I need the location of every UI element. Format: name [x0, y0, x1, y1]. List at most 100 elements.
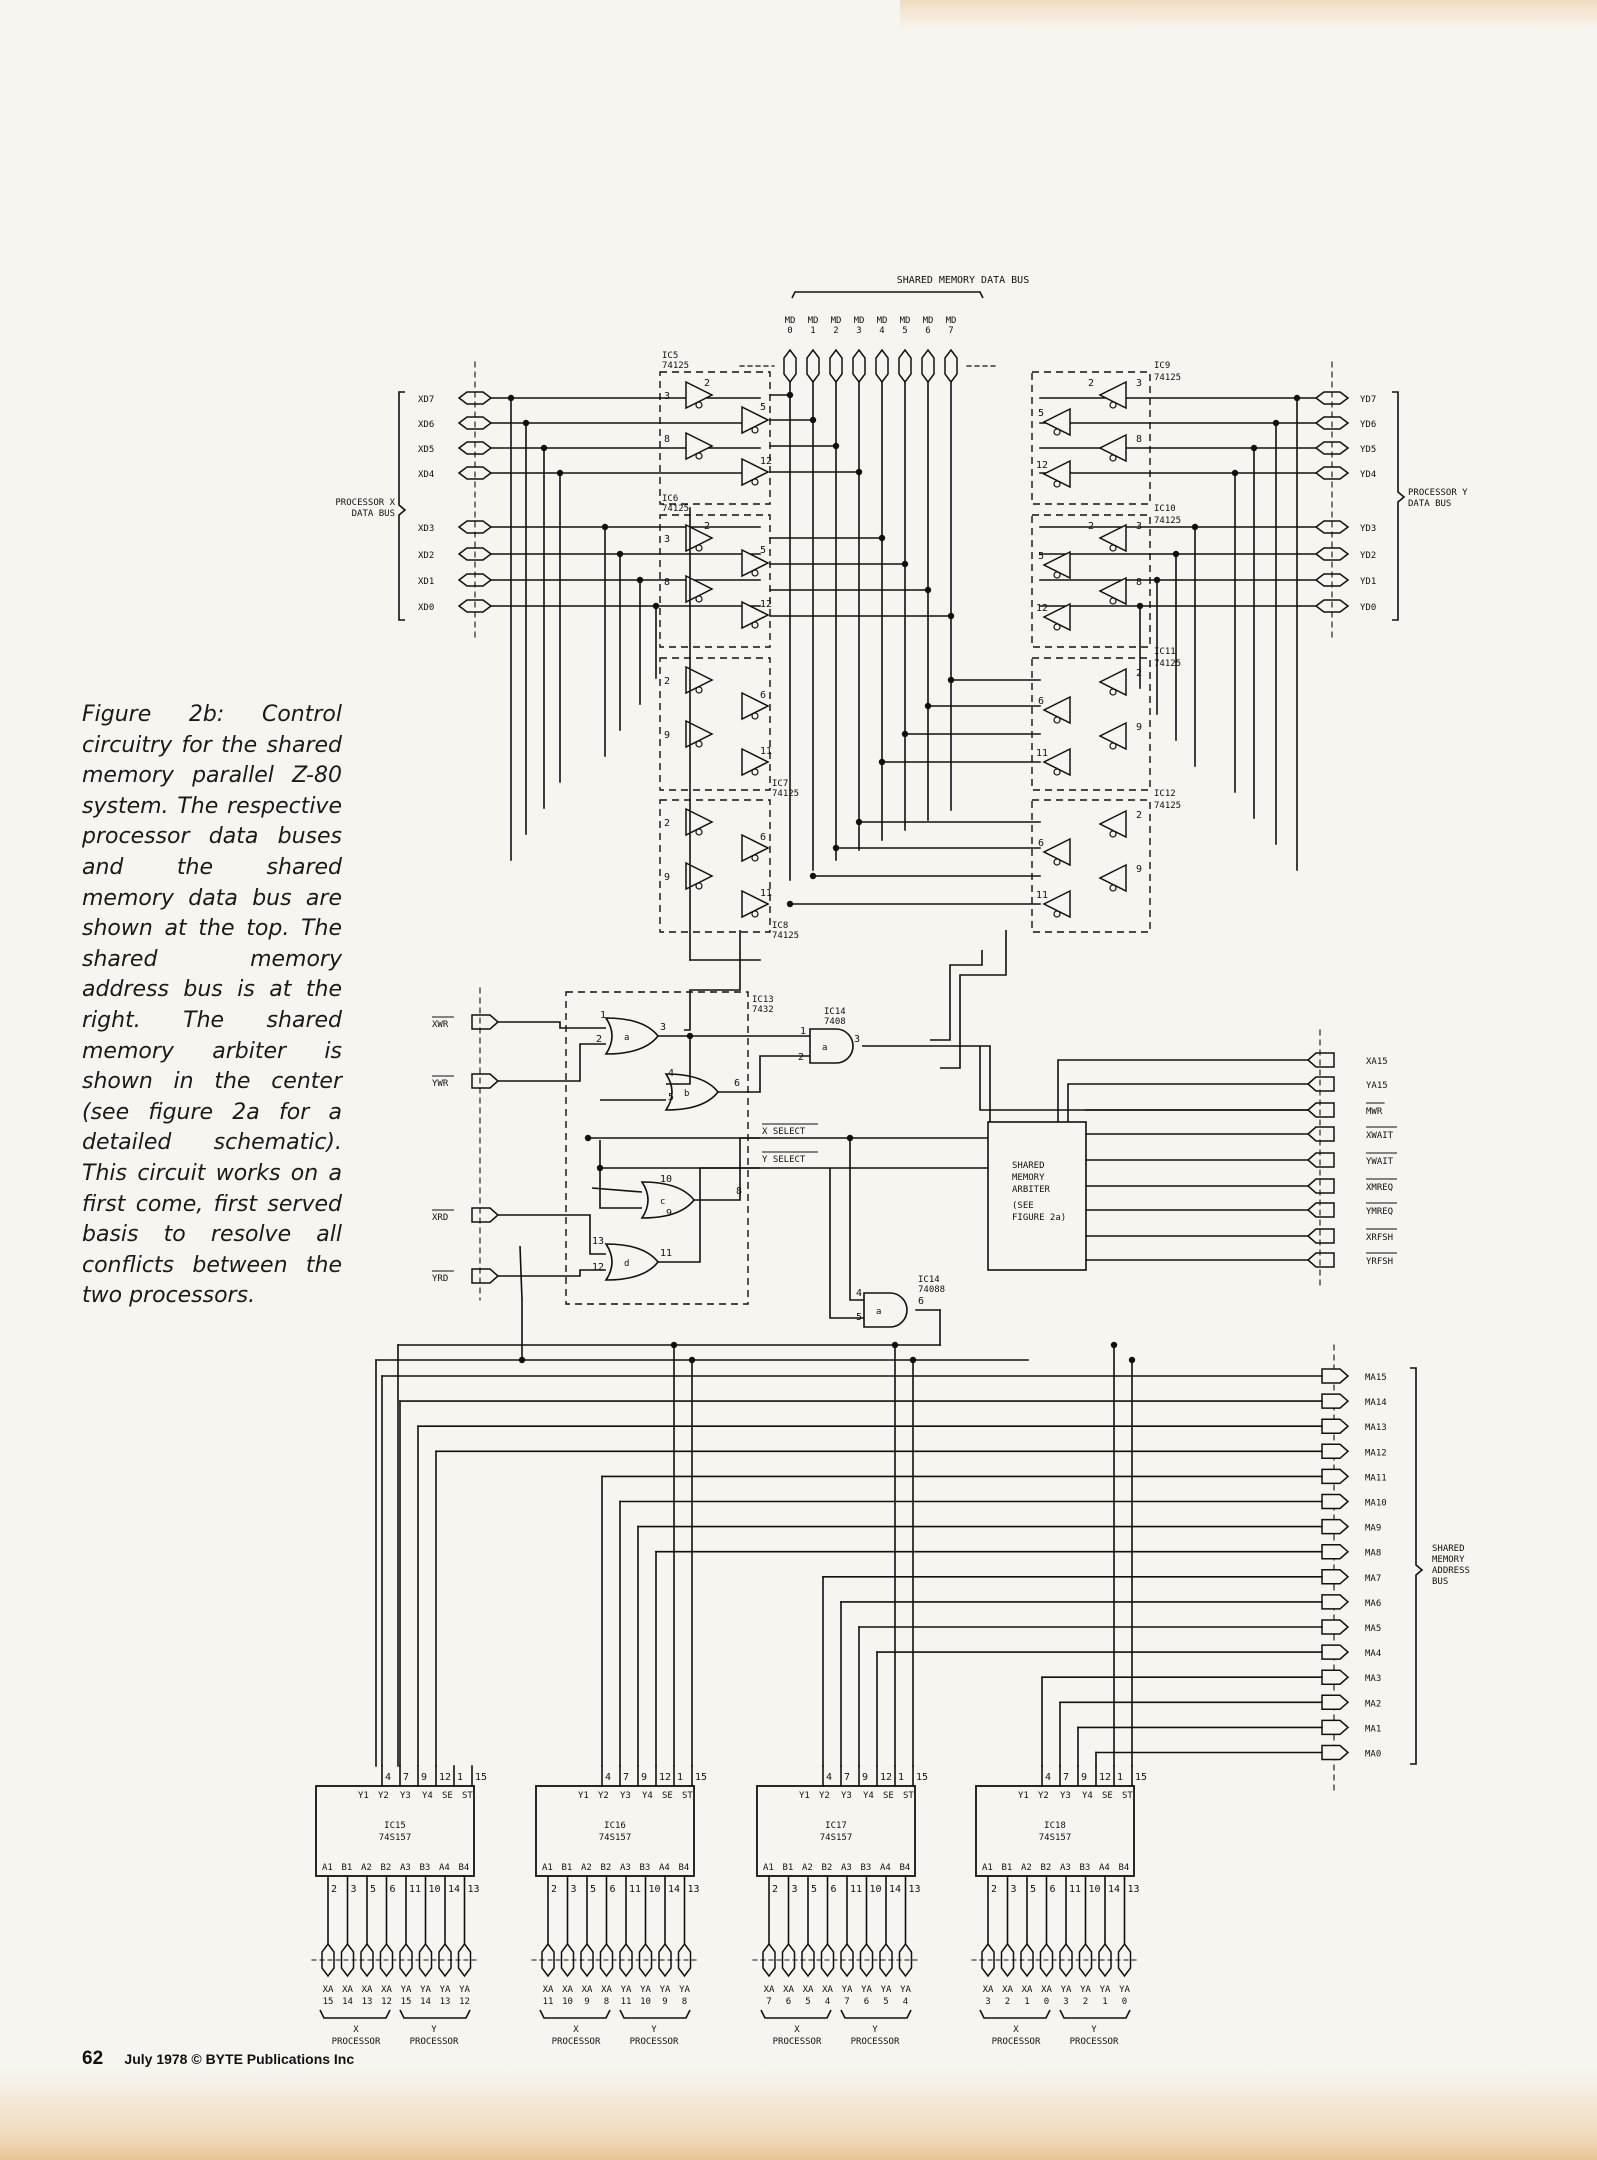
junction-dot: [901, 730, 909, 738]
address-input-label: YA: [1061, 1985, 1072, 1995]
address-input-label: 12: [459, 1997, 470, 2007]
junction-dot: [670, 1341, 678, 1349]
md-connector: [829, 348, 843, 384]
ma-label: MA10: [1365, 1499, 1387, 1509]
mux-pin-num: 4: [605, 1772, 611, 1783]
mux-pin-name: ST: [1122, 1791, 1133, 1801]
mux-pin-name: ST: [462, 1791, 473, 1801]
mux-pin-num: 5: [370, 1884, 376, 1895]
pin-num: 5: [668, 1092, 674, 1103]
mux-pin-num: 3: [792, 1884, 798, 1895]
control-output-label: MWR: [1366, 1107, 1383, 1117]
bus-brace: [1392, 391, 1406, 621]
mux-pin-num: 9: [1081, 1772, 1087, 1783]
mux-ic-part: 74S157: [1039, 1833, 1072, 1843]
address-input-label: 15: [401, 1997, 412, 2007]
md-connector: [783, 348, 797, 384]
buffer-ic-IC7: [659, 657, 771, 791]
address-input-label: 3: [1063, 1997, 1068, 2007]
ic-label: 74125: [1154, 516, 1181, 526]
control-input-port: [471, 1073, 500, 1089]
enable-bubble: [695, 740, 703, 748]
pin-num: 8: [664, 434, 670, 445]
pin-num: 1: [800, 1026, 806, 1037]
enable-bubble: [1053, 480, 1061, 488]
yd-connector: [1314, 573, 1350, 587]
enable-bubble: [1109, 688, 1117, 696]
address-input-label: 15: [323, 1997, 334, 2007]
mux-pin-num: 9: [421, 1772, 427, 1783]
ic-label: 74125: [1154, 801, 1181, 811]
mux-pin-name: ST: [903, 1791, 914, 1801]
junction-dot: [1153, 576, 1161, 584]
address-input-label: YA: [881, 1985, 892, 1995]
wire: [979, 1046, 1308, 1111]
y-select-label: Y SELECT: [762, 1155, 806, 1165]
junction-dot: [878, 534, 886, 542]
mux-pin-name: Y3: [400, 1791, 411, 1801]
pin-num: 2: [1136, 810, 1142, 821]
buffer-ic-IC11: [1031, 657, 1151, 791]
control-input-port: [471, 1268, 500, 1284]
mux-pin-name: Y1: [799, 1791, 810, 1801]
ma-port: [1321, 1443, 1350, 1460]
y-processor-label: PROCESSOR: [410, 2037, 459, 2047]
xd-label: XD2: [418, 551, 434, 561]
bus-brace: [760, 2009, 832, 2019]
junction-dot: [924, 702, 932, 710]
mux-pin-num: 4: [826, 1772, 832, 1783]
pin-num: 2: [664, 676, 670, 687]
bus-brace: [398, 391, 407, 621]
enable-bubble: [1109, 884, 1117, 892]
ma-label: MA7: [1365, 1574, 1381, 1584]
junction-dot: [584, 1134, 592, 1142]
buffer-ic-IC5: [659, 371, 771, 505]
md-connector: [898, 348, 912, 384]
mux-pin-name: B3: [420, 1863, 431, 1873]
junction-dot: [855, 468, 863, 476]
enable-bubble: [695, 686, 703, 694]
yd-label: YD3: [1360, 524, 1376, 534]
address-input-label: 11: [543, 1997, 554, 2007]
address-connector: [619, 1942, 633, 1978]
wire: [519, 1245, 523, 1301]
mux-pin-name: B4: [1119, 1863, 1130, 1873]
address-input-label: XA: [323, 1985, 334, 1995]
address-connector: [840, 1942, 854, 1978]
mux-pin-num: 15: [475, 1772, 487, 1783]
ic-label: IC10: [1154, 504, 1176, 514]
mux-pin-num: 10: [870, 1884, 882, 1895]
pin-num: 6: [760, 690, 766, 701]
md-label: MD: [946, 316, 957, 326]
pin-num: 2: [596, 1034, 602, 1045]
ma-label: MA15: [1365, 1373, 1387, 1383]
ma-port: [1321, 1368, 1350, 1384]
enable-bubble: [1109, 742, 1117, 750]
address-input-label: 1: [1024, 1997, 1029, 2007]
md-label: MD: [877, 316, 888, 326]
mux-pin-num: 14: [1108, 1884, 1120, 1895]
mux-pin-num: 11: [1069, 1884, 1081, 1895]
control-output-port: [1306, 1052, 1335, 1068]
mux-pin-num: 7: [403, 1772, 409, 1783]
ma-port: [1321, 1418, 1350, 1434]
pin-num: 9: [666, 1208, 672, 1219]
ic-label: IC9: [1154, 361, 1170, 371]
ma-label: MA14: [1365, 1398, 1387, 1408]
md-label: 3: [856, 326, 861, 336]
address-connector: [879, 1942, 893, 1978]
mux-pin-num: 2: [551, 1884, 557, 1895]
ma-port: [1321, 1493, 1350, 1510]
mux-pin-num: 13: [909, 1884, 921, 1895]
md-label: 2: [833, 326, 838, 336]
address-input-label: YA: [420, 1985, 431, 1995]
ic-label: IC12: [1154, 789, 1176, 799]
pin-num: 3: [664, 534, 670, 545]
gate-id: d: [624, 1259, 629, 1269]
control-output-port: [1306, 1202, 1335, 1218]
page-footer: 62 July 1978 © BYTE Publications Inc: [82, 2048, 354, 2070]
mux-pin-name: SE: [1102, 1791, 1113, 1801]
enable-line: [930, 950, 983, 1041]
yd-label: YD5: [1360, 445, 1376, 455]
mux-pin-num: 13: [468, 1884, 480, 1895]
